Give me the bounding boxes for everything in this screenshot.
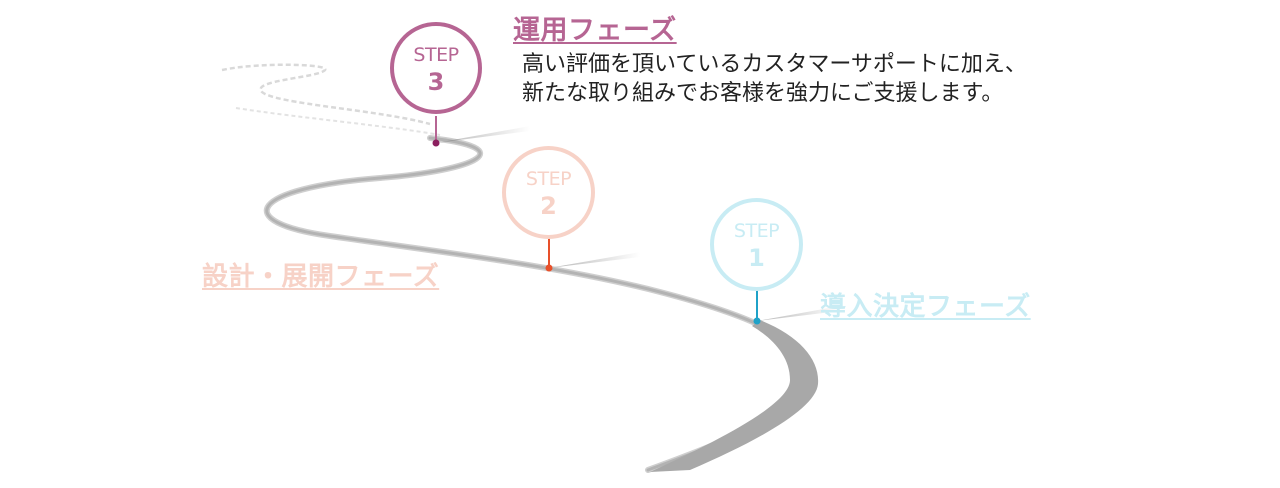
description-line-1: 高い評価を頂いているカスタマーサポートに加え、 — [522, 52, 1027, 77]
step2-shadow — [549, 252, 640, 268]
step3-pin-dot — [432, 139, 440, 147]
step1-shadow — [757, 306, 840, 321]
phase-title-adoption: 導入決定フェーズ — [820, 292, 1031, 322]
step3-number: 3 — [427, 68, 445, 96]
road-near-segment — [650, 320, 819, 472]
step2-circle: STEP 2 — [502, 146, 595, 239]
description-line-2: 新たな取り組みでお客様を強力にご支援します。 — [522, 81, 1004, 106]
operation-description: 高い評価を頂いているカスタマーサポートに加え、 新たな取り組みでお客様を強力にご… — [522, 50, 1027, 108]
step1-label: STEP — [733, 220, 780, 242]
step3-label: STEP — [413, 44, 459, 66]
step1-pin-dot — [753, 317, 761, 325]
phase-title-operation: 運用フェーズ — [513, 15, 677, 46]
step2-pin-dot — [545, 264, 553, 272]
step1-circle: STEP 1 — [710, 198, 803, 291]
step3-shadow — [436, 126, 530, 143]
road-far-segment-2 — [235, 107, 441, 136]
road-far-segment — [221, 63, 431, 126]
step2-label: STEP — [525, 168, 572, 190]
step3-circle: STEP 3 — [390, 22, 482, 114]
step1-number: 1 — [748, 244, 765, 272]
step2-number: 2 — [540, 192, 557, 220]
phase-title-design-deploy: 設計・展開フェーズ — [202, 262, 440, 292]
